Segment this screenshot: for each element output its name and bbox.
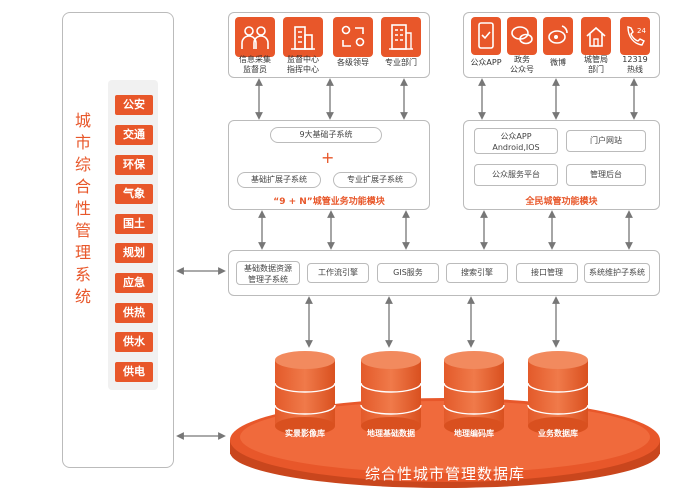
category-environment: 环保 — [115, 155, 153, 175]
icon-label: 12319 热线 — [622, 55, 648, 74]
portal-website-item: 门户网站 — [566, 130, 646, 152]
platform-title: 综合性城市管理数据库 — [364, 465, 525, 483]
connector-arrows — [176, 78, 638, 440]
people-exchange-icon — [333, 17, 373, 57]
db-cylinder — [527, 351, 589, 435]
group-people-icon — [235, 17, 275, 57]
house-icon — [581, 17, 611, 55]
icon-label: 公众APP — [470, 58, 502, 67]
phone-check-icon — [471, 17, 501, 55]
db-cylinder — [274, 351, 336, 435]
category-weather: 气象 — [115, 184, 153, 204]
icon-label: 微博 — [550, 58, 566, 67]
svg-text:24: 24 — [637, 27, 646, 35]
title-char: 市 — [74, 133, 91, 152]
phone-24-icon: 24 — [620, 17, 650, 55]
db-cylinder — [360, 351, 422, 435]
city-management-system-title: 城 市 综 合 性 管 理 系 统 — [72, 110, 94, 308]
plus-sign: + — [321, 148, 335, 167]
building-icon — [283, 17, 323, 57]
category-power: 供电 — [115, 362, 153, 382]
workflow-engine: 工作流引擎 — [307, 263, 369, 283]
core-subsystems: 9大基础子系统 — [270, 127, 382, 143]
professional-extension-subsystem: 专业扩展子系统 — [333, 172, 417, 188]
title-char: 性 — [74, 199, 91, 218]
basic-extension-subsystem: 基础扩展子系统 — [237, 172, 321, 188]
system-maintenance-subsystem: 系统维护子系统 — [584, 263, 650, 283]
title-char: 合 — [74, 177, 91, 196]
icon-label: 监督中心 指挥中心 — [287, 55, 319, 74]
public-service-platform-item: 公众服务平台 — [474, 164, 558, 186]
icon-label: 信息采集 监督员 — [239, 55, 271, 74]
title-char: 理 — [74, 243, 91, 262]
office-building-icon — [381, 17, 421, 57]
db-cylinder — [443, 351, 505, 435]
base-data-resource-subsystem: 基础数据资源 管理子系统 — [236, 261, 300, 285]
title-char: 系 — [74, 265, 91, 284]
db-label-imagery: 实景影像库 — [285, 429, 325, 438]
wechat-icon — [507, 17, 537, 55]
db-label-geocode: 地理编码库 — [454, 429, 494, 438]
title-char: 城 — [74, 111, 91, 130]
interface-management: 接口管理 — [516, 263, 578, 283]
category-heating: 供热 — [115, 303, 153, 323]
db-label-business: 业务数据库 — [538, 429, 578, 438]
icon-label: 城管局 部门 — [584, 55, 608, 74]
title-char: 统 — [74, 287, 91, 306]
category-traffic: 交通 — [115, 125, 153, 145]
module-public-caption: 全民城管功能模块 — [525, 197, 598, 207]
gis-service: GIS服务 — [377, 263, 439, 283]
weibo-icon — [543, 17, 573, 55]
category-land: 国土 — [115, 214, 153, 234]
search-engine: 搜索引擎 — [446, 263, 508, 283]
module-9n-caption: “9 + N”城管业务功能模块 — [273, 197, 385, 207]
icon-label: 政务 公众号 — [510, 55, 534, 74]
category-water: 供水 — [115, 332, 153, 352]
public-app-item: 公众APP Android,IOS — [474, 128, 558, 154]
admin-backend-item: 管理后台 — [566, 164, 646, 186]
title-char: 综 — [74, 155, 91, 174]
category-police: 公安 — [115, 95, 153, 115]
category-emergency: 应急 — [115, 273, 153, 293]
db-label-geo-base: 地理基础数据 — [367, 429, 415, 438]
category-planning: 规划 — [115, 243, 153, 263]
icon-label: 专业部门 — [385, 58, 417, 67]
title-char: 管 — [74, 221, 91, 240]
icon-label: 各级领导 — [337, 58, 369, 67]
